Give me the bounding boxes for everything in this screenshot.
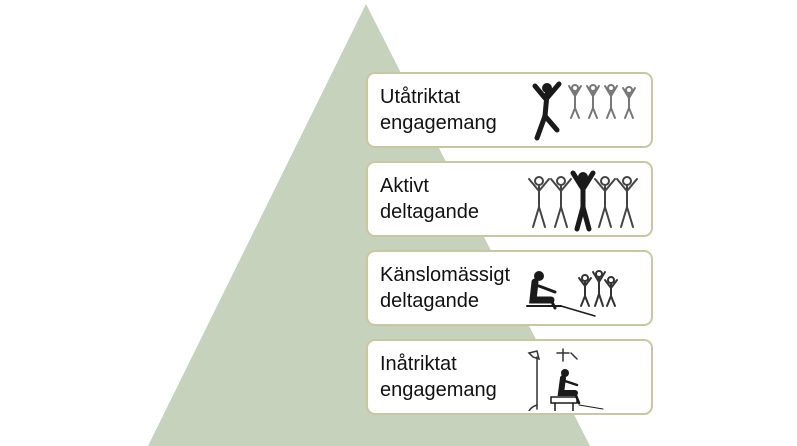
seated-viewer-icon xyxy=(527,348,604,411)
raised-arms-group-icon xyxy=(528,170,638,232)
level-label-line-1: Utåtriktat xyxy=(380,86,461,108)
level-inward-engagement: Inåtriktat engagemang xyxy=(366,339,653,415)
level-label-line-2: deltagande xyxy=(380,290,479,312)
level-active-participation: Aktivt deltagande xyxy=(366,161,653,237)
level-label-line-1: Aktivt xyxy=(380,175,429,197)
level-outward-engagement: Utåtriktat engagemang xyxy=(366,72,653,148)
level-label-line-2: deltagande xyxy=(380,201,479,223)
level-label: Inåtriktat engagemang xyxy=(380,351,550,403)
leaping-crowd-icon xyxy=(532,81,636,141)
level-label: Känslomässigt deltagande xyxy=(380,262,550,314)
level-label: Aktivt deltagande xyxy=(380,173,550,225)
seated-spectator-icon xyxy=(526,270,618,317)
level-label-line-1: Känslomässigt xyxy=(380,264,511,286)
level-label-line-2: engagemang xyxy=(380,379,497,401)
level-label-line-2: engagemang xyxy=(380,112,497,134)
level-emotional-participation: Känslomässigt deltagande xyxy=(366,250,653,326)
level-label-line-1: Inåtriktat xyxy=(380,353,457,375)
level-label: Utåtriktat engagemang xyxy=(380,84,550,136)
